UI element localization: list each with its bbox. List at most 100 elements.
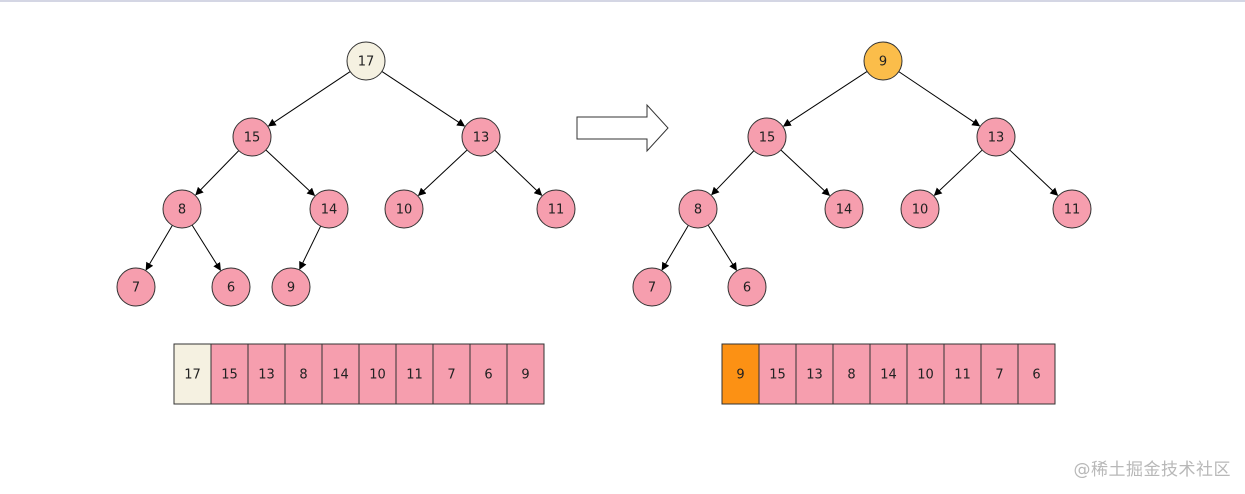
array-cell-label: 8	[299, 368, 307, 383]
before-tree-node: 9	[271, 267, 311, 307]
tree-node-circle	[162, 189, 202, 229]
after-tree-node: 6	[727, 267, 767, 307]
array-cell-box	[795, 343, 834, 405]
tree-node-label: 10	[912, 203, 929, 218]
tree-node-label: 8	[178, 203, 186, 218]
tree-node-label: 9	[287, 281, 295, 296]
watermark: @稀土掘金技术社区	[1073, 460, 1231, 480]
array-cell-label: 8	[847, 368, 855, 383]
before-array-cell: 9	[506, 343, 545, 405]
tree-edge	[417, 149, 468, 197]
after-tree-node: 7	[632, 267, 672, 307]
before-tree-node: 14	[309, 189, 349, 229]
tree-node-label: 11	[548, 203, 565, 218]
tree-node-label: 13	[473, 131, 490, 146]
before-tree-node: 10	[384, 189, 424, 229]
array-cell-label: 17	[184, 368, 201, 383]
tree-edge	[782, 70, 868, 127]
after-array-cell: 8	[832, 343, 871, 405]
before-array-cell: 13	[247, 343, 286, 405]
tree-node-label: 7	[132, 281, 140, 296]
tree-node-circle	[976, 117, 1016, 157]
tree-node-circle	[1052, 189, 1092, 229]
edges-layer	[145, 70, 1059, 271]
array-cell-label: 6	[484, 368, 492, 383]
array-cell-label: 13	[258, 368, 275, 383]
tree-node-circle	[900, 189, 940, 229]
tree-edge	[780, 149, 831, 197]
tree-node-circle	[747, 117, 787, 157]
array-cell-label: 7	[447, 368, 455, 383]
before-array-cell: 11	[395, 343, 434, 405]
array-cell-label: 7	[995, 368, 1003, 383]
array-cell-label: 13	[806, 368, 823, 383]
tree-node-circle	[824, 189, 864, 229]
tree-node-label: 14	[836, 203, 853, 218]
before-array-cell: 14	[321, 343, 360, 405]
array-cell-label: 6	[1032, 368, 1040, 383]
tree-node-label: 15	[244, 131, 261, 146]
tree-node-circle	[863, 41, 903, 81]
tree-node-circle	[116, 267, 156, 307]
tree-node-circle	[384, 189, 424, 229]
before-array-cell: 17	[173, 343, 212, 405]
array-cell-box	[432, 343, 471, 405]
top-rule	[0, 0, 1245, 2]
after-tree-node: 14	[824, 189, 864, 229]
tree-node-circle	[232, 117, 272, 157]
tree-node-label: 17	[358, 55, 375, 70]
tree-node-label: 7	[648, 281, 656, 296]
before-array-cell: 7	[432, 343, 471, 405]
tree-node-circle	[346, 41, 386, 81]
tree-node-circle	[727, 267, 767, 307]
array-cell-box	[869, 343, 908, 405]
array-cell-box	[832, 343, 871, 405]
array-cell-label: 10	[917, 368, 934, 383]
array-cell-box	[721, 343, 760, 405]
array-cell-box	[395, 343, 434, 405]
tree-node-label: 6	[227, 281, 235, 296]
after-tree-node: 11	[1052, 189, 1092, 229]
tree-node-label: 10	[396, 203, 413, 218]
tree-node-label: 11	[1064, 203, 1081, 218]
array-cell-label: 14	[880, 368, 897, 383]
right-arrow-icon	[576, 103, 669, 153]
before-tree-root-node: 17	[346, 41, 386, 81]
array-cell-label: 11	[406, 368, 423, 383]
before-array-cell: 15	[210, 343, 249, 405]
after-array-cell: 6	[1017, 343, 1056, 405]
tree-node-label: 6	[743, 281, 751, 296]
tree-node-circle	[536, 189, 576, 229]
tree-node-circle	[309, 189, 349, 229]
after-array-cell: 9	[721, 343, 760, 405]
tree-node-label: 15	[759, 131, 776, 146]
tree-edge	[195, 150, 240, 196]
tree-edge	[265, 149, 316, 197]
array-cell-label: 10	[369, 368, 386, 383]
tree-edge	[494, 149, 543, 196]
array-cell-box	[1017, 343, 1056, 405]
array-cell-box	[980, 343, 1019, 405]
tree-node-circle	[461, 117, 501, 157]
array-cell-box	[358, 343, 397, 405]
tree-node-label: 13	[988, 131, 1005, 146]
array-cell-box	[943, 343, 982, 405]
array-cell-box	[321, 343, 360, 405]
tree-edge	[145, 225, 173, 271]
after-tree-node: 13	[976, 117, 1016, 157]
before-tree-node: 6	[211, 267, 251, 307]
after-tree-node: 8	[678, 189, 718, 229]
before-tree-node: 8	[162, 189, 202, 229]
after-tree-node: 15	[747, 117, 787, 157]
before-array-cell: 8	[284, 343, 323, 405]
tree-edge	[381, 71, 466, 127]
before-tree-node: 13	[461, 117, 501, 157]
array-cell-box	[210, 343, 249, 405]
array-cell-label: 15	[769, 368, 786, 383]
array-cell-label: 9	[736, 368, 744, 383]
before-tree-node: 15	[232, 117, 272, 157]
array-cell-box	[284, 343, 323, 405]
tree-node-circle	[632, 267, 672, 307]
